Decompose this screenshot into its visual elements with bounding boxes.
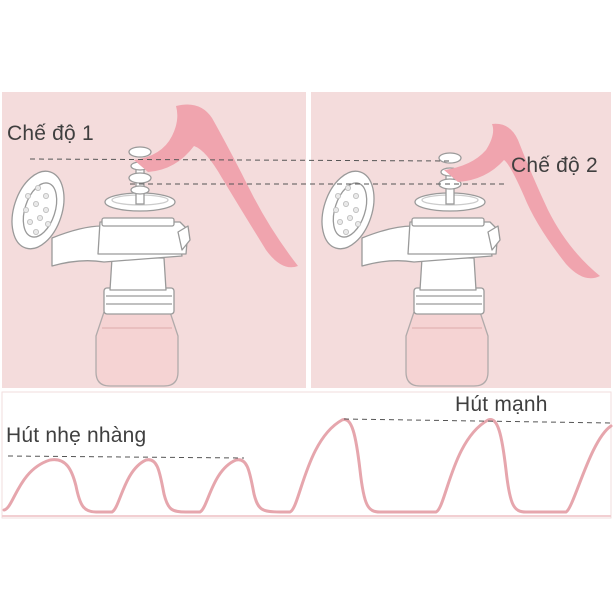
mode-2-label: Chế độ 2	[511, 154, 598, 177]
strong-suction-label: Hút mạnh	[455, 393, 548, 416]
mode-guide-lines	[29, 158, 506, 185]
suction-waveform	[2, 418, 613, 514]
gentle-suction-label: Hút nhẹ nhàng	[6, 424, 147, 447]
mode-1-label: Chế độ 1	[7, 122, 94, 145]
intensity-guide-lines	[7, 418, 612, 459]
